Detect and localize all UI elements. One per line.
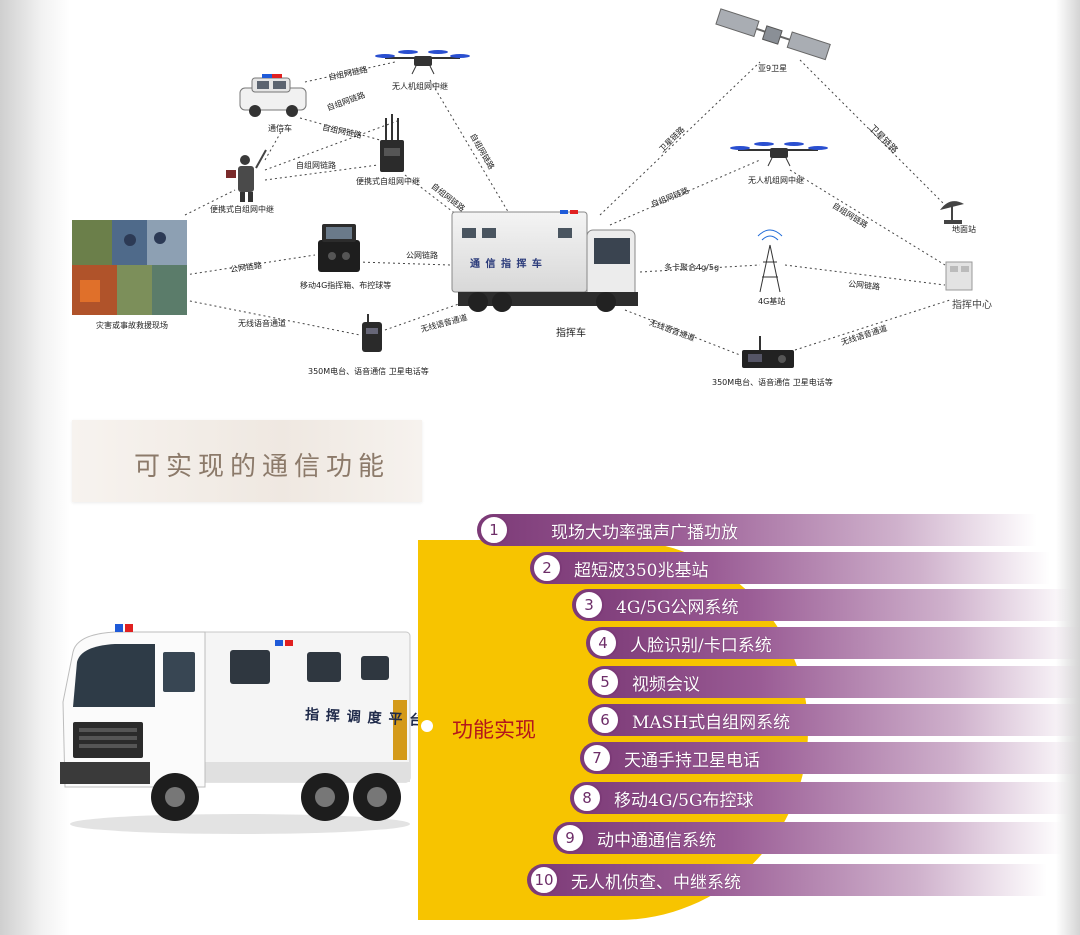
portable-person-graphic — [226, 149, 267, 202]
node-label-command-center: 指挥中心 — [952, 300, 992, 311]
command-center-graphic — [945, 261, 973, 291]
node-label-command-vehicle: 指挥车 — [556, 328, 586, 339]
node-label-satellite: 亚9卫星 — [758, 64, 788, 73]
feature-item-6: 6 MASH式自组网系统 — [588, 704, 1080, 736]
uav-right-graphic — [730, 142, 828, 167]
feature-item-10: 10 无人机侦查、中继系统 — [527, 864, 1047, 896]
feature-item-4: 4 人脸识别/卡口系统 — [586, 627, 1080, 659]
portable-box-graphic — [380, 114, 404, 172]
network-diagram — [72, 8, 973, 368]
feature-number: 7 — [582, 743, 612, 773]
feature-text: 天通手持卫星电话 — [624, 750, 760, 771]
feature-text: 视频会议 — [632, 674, 700, 695]
command-vehicle-graphic — [451, 210, 638, 312]
link-label-wireless-1: 无线语音通道 — [238, 319, 286, 328]
section-title: 可实现的通信功能 — [134, 452, 391, 482]
feature-item-8: 8 移动4G/5G布控球 — [570, 782, 1070, 814]
feature-number: 6 — [590, 705, 620, 735]
feature-number: 4 — [588, 628, 618, 658]
feature-text: 4G/5G公网系统 — [616, 597, 739, 618]
node-label-radio-left: 350M电台、语音通信 卫星电话等 — [308, 367, 429, 376]
feature-item-2: 2 超短波350兆基站 — [530, 552, 1050, 584]
node-label-uav-top: 无人机组网中继 — [392, 82, 448, 91]
node-label-uav-right: 无人机组网中继 — [748, 176, 804, 185]
node-label-radio-right: 350M电台、语音通信 卫星电话等 — [712, 378, 833, 387]
radio-right-graphic — [742, 336, 794, 368]
node-label-base-station: 4G基站 — [758, 297, 786, 306]
vehicle-side-text: 通 信 指 挥 车 — [470, 259, 543, 270]
feature-item-5: 5 视频会议 — [588, 666, 1080, 698]
link-label-multicard: 多卡聚合4g/5g — [664, 263, 720, 272]
node-label-mobile-4g: 移动4G指挥箱、布控球等 — [300, 281, 392, 290]
feature-item-7: 7 天通手持卫星电话 — [580, 742, 1080, 774]
base-station-graphic — [757, 229, 783, 293]
feature-item-3: 3 4G/5G公网系统 — [572, 589, 1072, 621]
disaster-site-photos — [72, 220, 187, 315]
mobile-4g-case-graphic — [318, 224, 360, 272]
feature-number: 10 — [529, 865, 559, 895]
feature-number: 2 — [532, 553, 562, 583]
feature-number: 8 — [572, 783, 602, 813]
feature-number: 9 — [555, 823, 585, 853]
node-label-portable-box: 便携式自组网中继 — [356, 177, 420, 186]
satellite-graphic — [715, 8, 831, 61]
feature-number: 5 — [590, 667, 620, 697]
section-banner: 可实现的通信功能 — [72, 420, 422, 502]
node-label-ground-station: 地面站 — [952, 225, 976, 234]
link-label-public-2: 公网链路 — [406, 251, 438, 260]
link-label-self-net-4: 自组网链路 — [296, 161, 336, 170]
ground-station-graphic — [940, 201, 964, 224]
feature-text: 现场大功率强声广播功放 — [551, 522, 738, 543]
feature-hub-dot — [421, 720, 433, 732]
node-label-disaster-site: 灾害或事故救援现场 — [96, 321, 168, 330]
feature-text: 无人机侦查、中继系统 — [571, 872, 741, 893]
feature-text: 动中通通信系统 — [597, 830, 716, 851]
feature-center-label: 功能实现 — [452, 718, 536, 742]
command-platform-vehicle-photo — [60, 624, 411, 834]
feature-number: 3 — [574, 590, 604, 620]
page-left-shadow — [0, 0, 70, 935]
feature-text: 移动4G/5G布控球 — [614, 790, 754, 811]
feature-text: MASH式自组网系统 — [632, 712, 791, 733]
feature-item-9: 9 动中通通信系统 — [553, 822, 1063, 854]
link-lines — [184, 59, 951, 356]
comm-car-graphic — [239, 74, 307, 117]
feature-text: 超短波350兆基站 — [574, 560, 709, 581]
feature-item-1: 1 现场大功率强声广播功放 — [477, 514, 1037, 546]
node-label-portable-person: 便携式自组网中继 — [210, 205, 274, 214]
feature-text: 人脸识别/卡口系统 — [630, 635, 772, 656]
page-right-shadow — [1056, 0, 1080, 935]
radio-left-graphic — [362, 314, 382, 352]
node-label-comm-car: 通信车 — [268, 124, 292, 133]
feature-number: 1 — [479, 515, 509, 545]
uav-top-graphic — [375, 50, 470, 75]
